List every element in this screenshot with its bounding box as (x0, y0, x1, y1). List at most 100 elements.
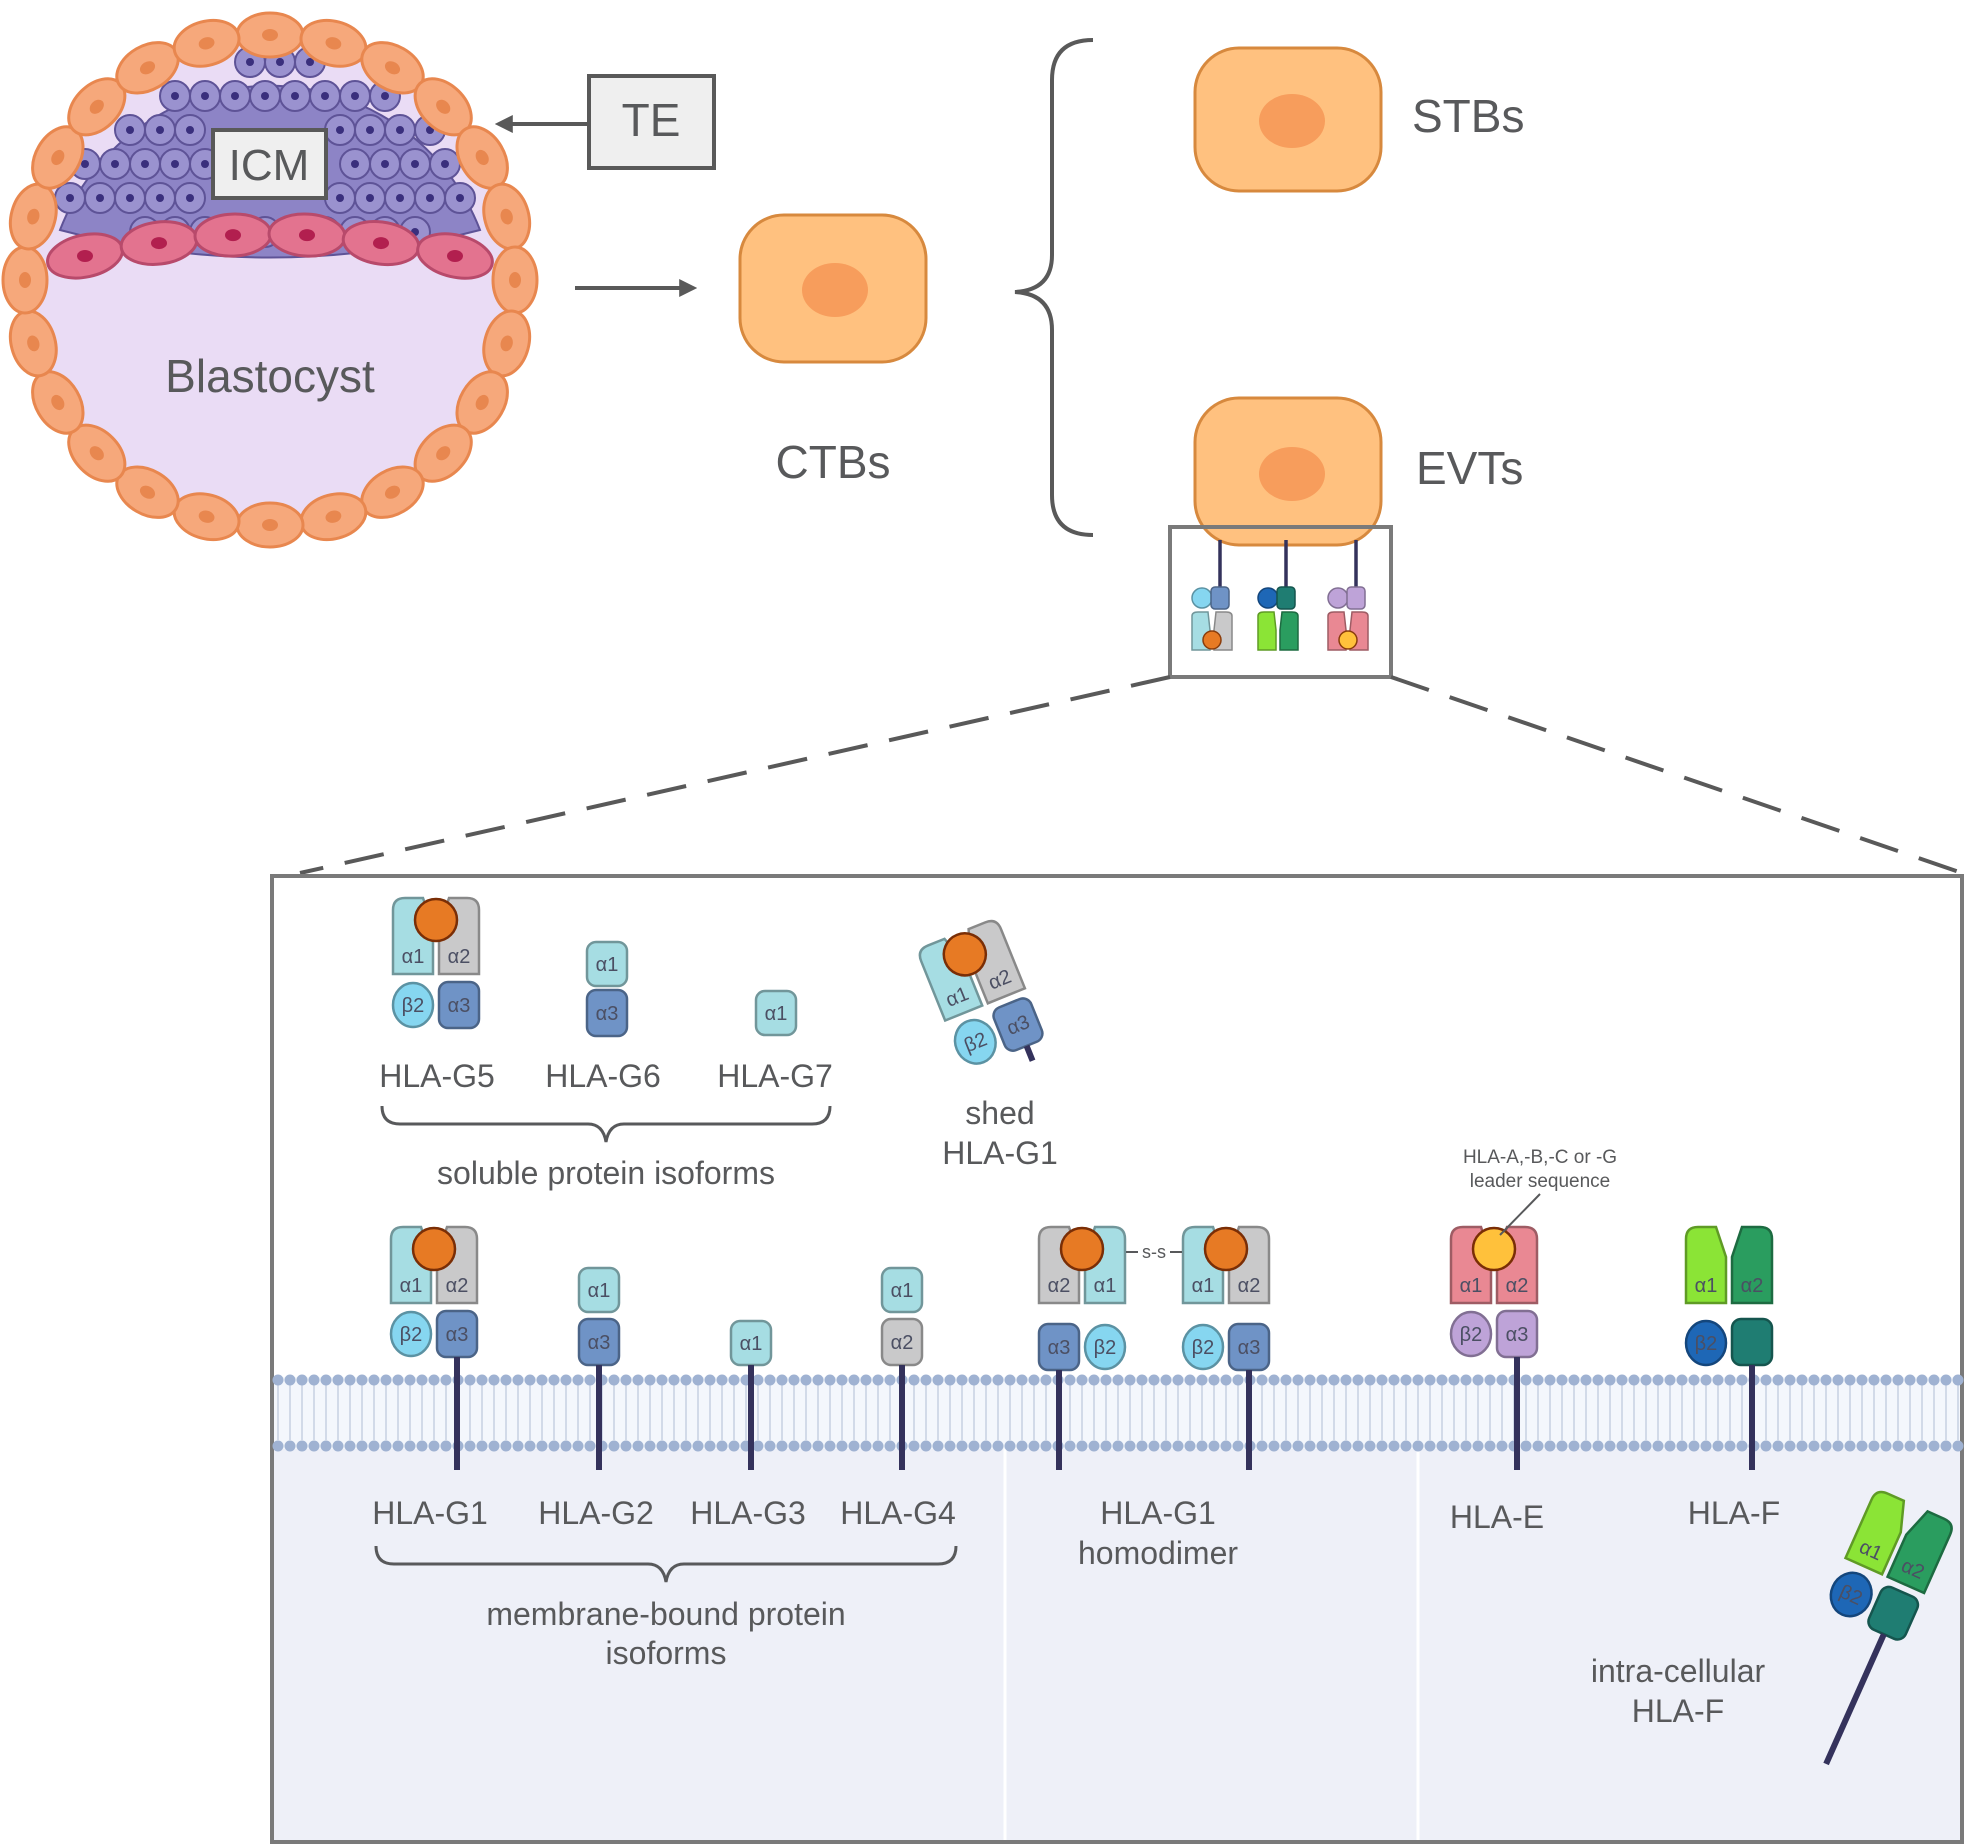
alpha3-domain (585, 988, 629, 1038)
peptide (1203, 1226, 1249, 1272)
lipid-head (1808, 1440, 1820, 1452)
lipid-head (392, 1374, 404, 1386)
lipid-head (296, 1440, 308, 1452)
lipid-head (1700, 1440, 1712, 1452)
lipid-head (812, 1374, 824, 1386)
lipid-head (1172, 1440, 1184, 1452)
lipid-head (1004, 1440, 1016, 1452)
lipid-head (1904, 1374, 1916, 1386)
lipid-head (668, 1440, 680, 1452)
lipid-head (1772, 1440, 1784, 1452)
lipid-head (1532, 1374, 1544, 1386)
icm-nucleus (186, 194, 194, 202)
lipid-head (1796, 1374, 1808, 1386)
lipid-head (1352, 1440, 1364, 1452)
domain-label: α2 (446, 1275, 469, 1297)
lipid-head (1652, 1440, 1664, 1452)
lipid-head (368, 1440, 380, 1452)
zoom-line-left (299, 675, 1171, 875)
lipid-head (1220, 1440, 1232, 1452)
stbs-label: STBs (1412, 90, 1524, 142)
icm-nucleus (171, 92, 179, 100)
te-cell-nucleus (27, 335, 40, 352)
lipid-head (536, 1374, 548, 1386)
te-cell-nucleus (19, 272, 31, 288)
icm-nucleus (201, 160, 209, 168)
te-callout: TE (494, 74, 716, 170)
lipid-head (1388, 1440, 1400, 1452)
membrane-bound-brace (374, 1545, 958, 1583)
icm-nucleus (366, 194, 374, 202)
lipid-head (1856, 1374, 1868, 1386)
icm-nucleus (336, 126, 344, 134)
leader-annotation-line1: HLA-A,-B,-C or -G (1463, 1147, 1617, 1168)
lipid-head (716, 1440, 728, 1452)
lipid-head (1736, 1374, 1748, 1386)
beta2-microglobulin (1449, 1310, 1493, 1358)
lipid-head (752, 1440, 764, 1452)
lipid-head (860, 1440, 872, 1452)
lipid-head (848, 1440, 860, 1452)
lipid-head (668, 1374, 680, 1386)
beta2-microglobulin (1829, 1571, 1873, 1618)
lipid-head (1892, 1440, 1904, 1452)
icm-nucleus (396, 126, 404, 134)
lipid-head (500, 1374, 512, 1386)
lipid-head (1628, 1440, 1640, 1452)
lipid-head (1688, 1374, 1700, 1386)
hypoblast-nucleus (447, 250, 463, 262)
lipid-head (1640, 1440, 1652, 1452)
lipid-head (1280, 1440, 1292, 1452)
hla-e-label: HLA-E (1450, 1499, 1544, 1535)
icm-nucleus (126, 126, 134, 134)
lipid-head (620, 1440, 632, 1452)
lipid-head (1472, 1374, 1484, 1386)
mini-peptide (1202, 630, 1222, 650)
lipid-head (1724, 1440, 1736, 1452)
domain-label: α1 (400, 1275, 423, 1297)
differentiation-brace (1014, 38, 1094, 537)
lipid-head (1616, 1374, 1628, 1386)
lipid-head (608, 1374, 620, 1386)
te-cell-nucleus (325, 510, 342, 523)
icm-nucleus (396, 194, 404, 202)
disulfide-label: s-s (1142, 1242, 1166, 1262)
te-cell (299, 18, 368, 68)
lipid-head (1808, 1374, 1820, 1386)
lipid-head (416, 1440, 428, 1452)
lipid-head (1088, 1374, 1100, 1386)
lipid-head (1628, 1374, 1640, 1386)
icm-nucleus (351, 92, 359, 100)
te-cell-nucleus (509, 272, 521, 288)
lipid-head (1496, 1440, 1508, 1452)
evt-zoom-box (1168, 525, 1393, 679)
hla-g4-label: HLA-G4 (840, 1495, 956, 1531)
evt-nucleus (1259, 447, 1325, 501)
lipid-head (824, 1374, 836, 1386)
te-cell-nucleus (436, 99, 451, 114)
domain-label: α2 (891, 1332, 914, 1354)
lipid-head (956, 1440, 968, 1452)
lipid-head (884, 1374, 896, 1386)
lipid-head (1556, 1374, 1568, 1386)
homodimer-label-line1: HLA-G1 (1100, 1495, 1216, 1531)
lipid-head (1784, 1440, 1796, 1452)
lipid-head (272, 1440, 284, 1452)
lipid-head (1340, 1374, 1352, 1386)
lipid-head (1196, 1440, 1208, 1452)
mini-hla-f (1257, 540, 1299, 651)
icm-nucleus (276, 58, 284, 66)
lipid-head (512, 1374, 524, 1386)
alpha-domain (1843, 1490, 1906, 1576)
lipid-head (1280, 1374, 1292, 1386)
cell-membrane (272, 1374, 1964, 1452)
te-cell-nucleus (384, 485, 401, 499)
lipid-head (308, 1440, 320, 1452)
homodimer-label-line2: homodimer (1078, 1535, 1238, 1571)
lipid-head (1880, 1440, 1892, 1452)
mini-beta2 (1191, 587, 1213, 609)
te-cell (235, 501, 305, 549)
lipid-head (800, 1440, 812, 1452)
